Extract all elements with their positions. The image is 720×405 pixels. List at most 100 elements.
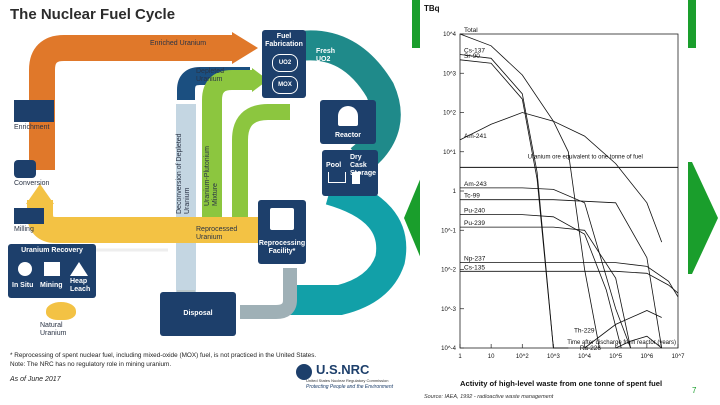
mixture-label: Uranium-Plutonium Mixture xyxy=(204,146,219,206)
green-header-bar-left xyxy=(412,0,420,48)
reactor-block: Reactor xyxy=(320,100,376,144)
uranium-recovery-block: Uranium Recovery In Situ Mining Heap Lea… xyxy=(8,244,96,298)
left-chevron xyxy=(404,170,424,266)
series-line-am-243 xyxy=(460,187,631,349)
series-label-ra-226: Ra-226 xyxy=(580,345,602,352)
series-line-tc-99 xyxy=(460,199,663,349)
reprocessing-icon xyxy=(270,208,294,230)
y-tick-label: 10^-1 xyxy=(441,228,456,234)
x-tick-label: 1 xyxy=(458,354,462,360)
mining-icon xyxy=(44,262,60,276)
reactor-label: Reactor xyxy=(334,132,362,139)
in-situ-label: In Situ xyxy=(12,282,34,289)
storage-block: Pool Dry Cask Storage xyxy=(322,150,378,196)
x-tick-label: 10^5 xyxy=(609,354,622,360)
mixture-arrow xyxy=(202,70,254,220)
footnote-reprocessing: * Reprocessing of spent nuclear fuel, in… xyxy=(10,352,317,359)
spent-mox-label: Spent MOX xyxy=(318,212,338,227)
series-label-total: Total xyxy=(464,27,478,34)
reprocessing-block: Reprocessing Facility* xyxy=(258,200,306,264)
x-tick-label: 10^3 xyxy=(547,354,560,360)
series-label-cs-135: Cs-135 xyxy=(464,264,485,271)
enriched-uranium-arrow xyxy=(29,35,232,170)
y-tick-label: 10^-3 xyxy=(441,307,456,313)
nrc-seal-icon xyxy=(296,364,312,380)
reference-line-label: Uranium ore equivalent to one tonne of f… xyxy=(528,154,643,160)
series-label-sr-90: Sr-90 xyxy=(464,53,480,60)
y-tick-label: 10^1 xyxy=(443,150,456,156)
mixture-inner-arrow xyxy=(232,104,290,230)
uo2-label: UO2 xyxy=(278,60,292,66)
reprocessing-to-disposal xyxy=(240,268,297,319)
enrichment-stage: Enrichment xyxy=(14,100,64,132)
disposal-label: Disposal xyxy=(183,310,213,317)
series-label-pu-239: Pu-239 xyxy=(464,220,485,227)
milling-label: Milling xyxy=(14,226,34,233)
right-chevron xyxy=(684,162,718,274)
in-situ-icon xyxy=(18,262,32,276)
chart-source: Source: IAEA, 1992 - radioactive waste m… xyxy=(424,394,554,400)
heap-leach-label: Heap Leach xyxy=(70,278,91,293)
series-label-am-243: Am-243 xyxy=(464,181,487,188)
y-tick-label: 10^3 xyxy=(443,71,456,77)
depleted-uranium-arrow xyxy=(177,67,250,100)
x-tick-label: 10^7 xyxy=(672,354,685,360)
conversion-label: Conversion xyxy=(14,180,50,187)
y-tick-label: 10^2 xyxy=(443,111,456,117)
mining-label: Mining xyxy=(40,282,63,289)
dry-cask-storage-label: Dry Cask Storage xyxy=(350,154,377,177)
natural-uranium-icon xyxy=(46,302,76,320)
series-line-pu-240 xyxy=(460,214,622,349)
enrichment-label: Enrichment xyxy=(14,124,50,131)
nrc-logo-tagline: Protecting People and the Environment xyxy=(306,384,393,390)
fresh-fuel-arc xyxy=(298,30,401,172)
milling-stage: Milling xyxy=(14,208,64,234)
pool-icon xyxy=(328,172,346,183)
chart-ylabel: TBq xyxy=(424,4,440,13)
plot-frame xyxy=(459,33,679,349)
fresh-mox-label: Fresh MOX xyxy=(316,70,336,85)
fuel-fabrication-block: Fuel Fabrication UO2 MOX xyxy=(262,30,306,98)
reprocessed-uranium-arrowhead xyxy=(26,184,54,204)
series-line-np-237 xyxy=(460,262,679,298)
heap-leach-icon xyxy=(70,262,88,276)
series-line-th-229 xyxy=(584,310,662,349)
enriched-uranium-arrowhead xyxy=(232,32,258,64)
as-of-date: As of June 2017 xyxy=(10,376,61,383)
uo2-container-icon: UO2 xyxy=(272,54,298,72)
x-tick-label: 10^4 xyxy=(578,354,591,360)
series-line-am-241 xyxy=(459,112,600,349)
disposal-block: Disposal xyxy=(160,292,236,336)
fresh-uo2-label: Fresh UO2 xyxy=(316,48,336,63)
depleted-uranium-label: Depleted Uranium xyxy=(196,68,225,83)
cask-icon xyxy=(352,172,360,184)
enrichment-icon xyxy=(14,100,54,122)
series-label-tc-99: Tc-99 xyxy=(464,193,480,200)
fuel-fabrication-label: Fuel Fabrication xyxy=(265,33,303,48)
conversion-stage: Conversion xyxy=(14,160,64,188)
fuel-cycle-arrows xyxy=(26,30,407,319)
green-chevron-shapes xyxy=(404,162,718,274)
series-line-cs-135 xyxy=(460,270,679,294)
pool-label: Pool xyxy=(326,162,342,169)
series-line-pu-239 xyxy=(460,226,631,349)
series-label-np-237: Np-237 xyxy=(464,256,486,263)
y-tick-label: 10^-4 xyxy=(441,346,456,352)
conversion-icon xyxy=(14,160,36,178)
y-tick-label: 1 xyxy=(453,189,457,195)
spent-fuel-arc xyxy=(290,175,407,315)
series-line-total xyxy=(459,33,663,243)
mixture-arrowhead xyxy=(252,68,268,92)
deconversion-column xyxy=(176,104,196,294)
series-line-sr-90 xyxy=(459,59,569,349)
reprocessing-label: Reprocessing Facility* xyxy=(258,240,306,255)
x-tick-label: 10^2 xyxy=(516,354,529,360)
nrc-logo-text: U.S.NRC xyxy=(316,362,370,377)
mox-label: MOX xyxy=(278,82,292,88)
x-axis-label: Time after discharge from reactor (years… xyxy=(567,340,676,346)
y-tick-label: 10^-2 xyxy=(441,268,456,274)
mox-container-icon: MOX xyxy=(272,76,298,94)
footnote-mining: Note: The NRC has no regulatory role in … xyxy=(10,361,172,368)
